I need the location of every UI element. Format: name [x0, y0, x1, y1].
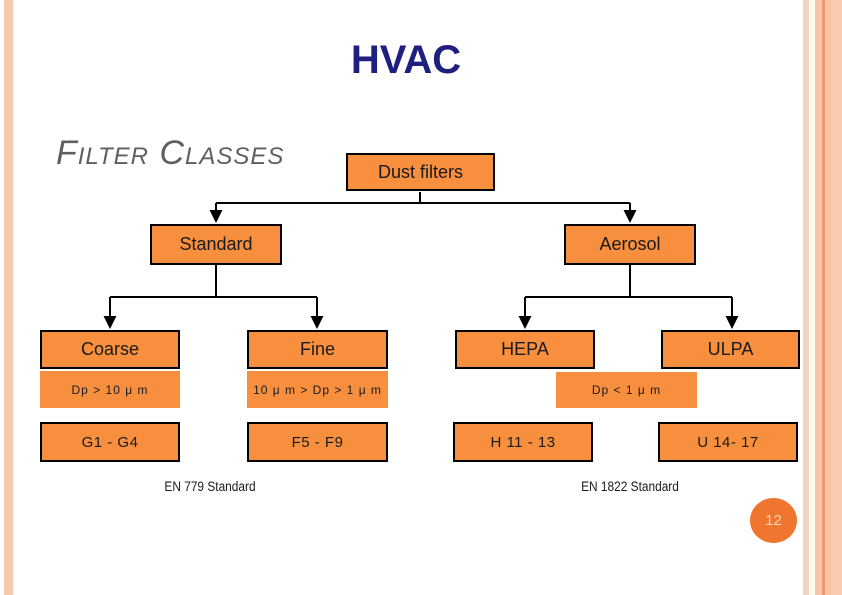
page-number-badge: 12 — [750, 498, 797, 543]
node-fine: Fine — [247, 330, 388, 369]
class-range-f5-f9: F5 - F9 — [247, 422, 388, 462]
standard-en1822-label: EN 1822 Standard — [581, 479, 679, 494]
right-border-stripe — [822, 0, 825, 595]
right-border-stripe — [831, 0, 842, 595]
slide-title: HVAC — [350, 38, 462, 82]
right-border-stripe — [809, 0, 815, 595]
particle-size-fine: 10 μ m > Dp > 1 μ m — [247, 371, 388, 408]
right-border-stripe — [825, 0, 831, 595]
node-coarse: Coarse — [40, 330, 180, 369]
node-dust-filters: Dust filters — [346, 153, 495, 191]
node-standard: Standard — [150, 224, 282, 265]
right-border-stripe — [803, 0, 809, 595]
node-aerosol: Aerosol — [564, 224, 696, 265]
particle-size-aerosol: Dp < 1 μ m — [556, 372, 697, 408]
slide-subtitle: Filter Classes — [56, 134, 285, 172]
class-range-u14-17: U 14- 17 — [658, 422, 798, 462]
class-range-h11-13: H 11 - 13 — [453, 422, 593, 462]
particle-size-coarse: Dp > 10 μ m — [40, 371, 180, 408]
right-border-stripe — [815, 0, 822, 595]
left-border-stripe — [4, 0, 13, 595]
standard-en779-label: EN 779 Standard — [164, 479, 256, 494]
node-ulpa: ULPA — [661, 330, 800, 369]
node-hepa: HEPA — [455, 330, 595, 369]
class-range-g1-g4: G1 - G4 — [40, 422, 180, 462]
